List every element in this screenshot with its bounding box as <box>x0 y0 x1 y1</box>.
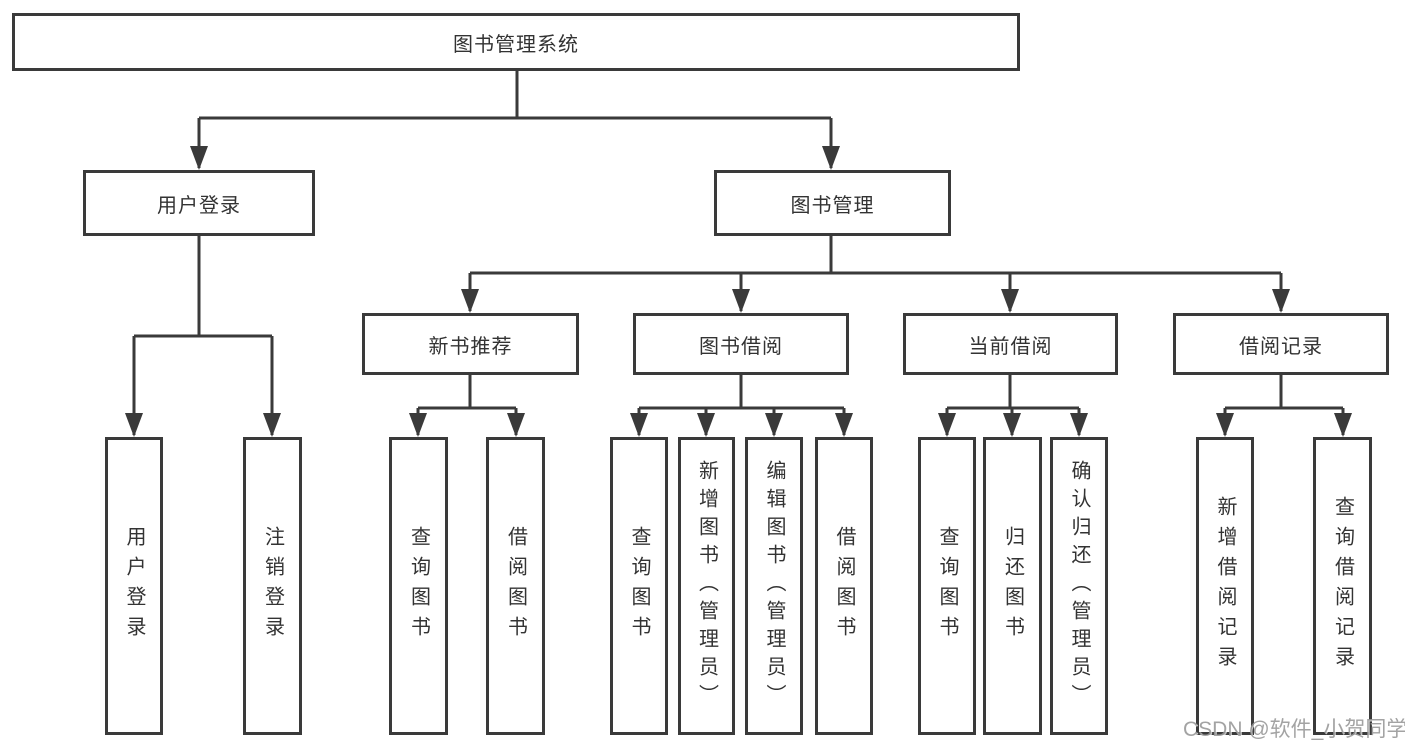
node-label: 查询图书 <box>936 526 958 646</box>
node-leaf-edit-book: 编辑图书（管理员） <box>745 437 803 735</box>
node-leaf-return-book: 归还图书 <box>983 437 1042 735</box>
node-label: 新书推荐 <box>428 335 513 358</box>
node-leaf-add-book: 新增图书（管理员） <box>678 437 735 735</box>
node-label: 编辑图书（管理员） <box>763 460 785 712</box>
node-leaf-query-books-3: 查询图书 <box>918 437 976 735</box>
node-borrow-records: 借阅记录 <box>1173 313 1389 375</box>
node-system-root: 图书管理系统 <box>12 13 1020 71</box>
node-leaf-borrow-books-2: 借阅图书 <box>815 437 873 735</box>
node-leaf-add-record: 新增借阅记录 <box>1196 437 1254 735</box>
node-label: 查询图书 <box>628 526 650 646</box>
node-leaf-borrow-books-1: 借阅图书 <box>486 437 545 735</box>
node-label: 图书管理系统 <box>453 33 579 56</box>
node-leaf-user-login: 用户登录 <box>105 437 163 735</box>
node-label: 查询借阅记录 <box>1331 496 1354 676</box>
node-book-borrow: 图书借阅 <box>633 313 849 375</box>
node-label: 借阅图书 <box>504 526 527 646</box>
node-label: 图书借阅 <box>699 335 783 358</box>
node-label: 新增借阅记录 <box>1214 496 1236 676</box>
node-new-book-rec: 新书推荐 <box>362 313 579 375</box>
node-label: 归还图书 <box>1001 526 1024 646</box>
node-label: 用户登录 <box>157 194 241 217</box>
node-leaf-confirm-return: 确认归还（管理员） <box>1050 437 1108 735</box>
node-leaf-logout: 注销登录 <box>243 437 302 735</box>
node-label: 借阅记录 <box>1239 335 1323 358</box>
node-label: 当前借阅 <box>968 335 1053 358</box>
node-book-mgmt: 图书管理 <box>714 170 951 236</box>
node-leaf-query-books-2: 查询图书 <box>610 437 668 735</box>
node-label: 新增图书（管理员） <box>695 460 718 712</box>
node-label: 图书管理 <box>790 194 875 217</box>
node-user-login: 用户登录 <box>83 170 315 236</box>
node-label: 查询图书 <box>407 526 430 646</box>
node-label: 注销登录 <box>261 526 284 646</box>
node-leaf-query-books-1: 查询图书 <box>389 437 448 735</box>
node-current-borrow: 当前借阅 <box>903 313 1118 375</box>
node-leaf-query-record: 查询借阅记录 <box>1313 437 1372 735</box>
node-label: 借阅图书 <box>833 526 855 646</box>
node-label: 确认归还（管理员） <box>1068 460 1090 712</box>
csdn-watermark: CSDN @软件_小贺同学 <box>1183 718 1405 741</box>
node-label: 用户登录 <box>123 526 145 646</box>
